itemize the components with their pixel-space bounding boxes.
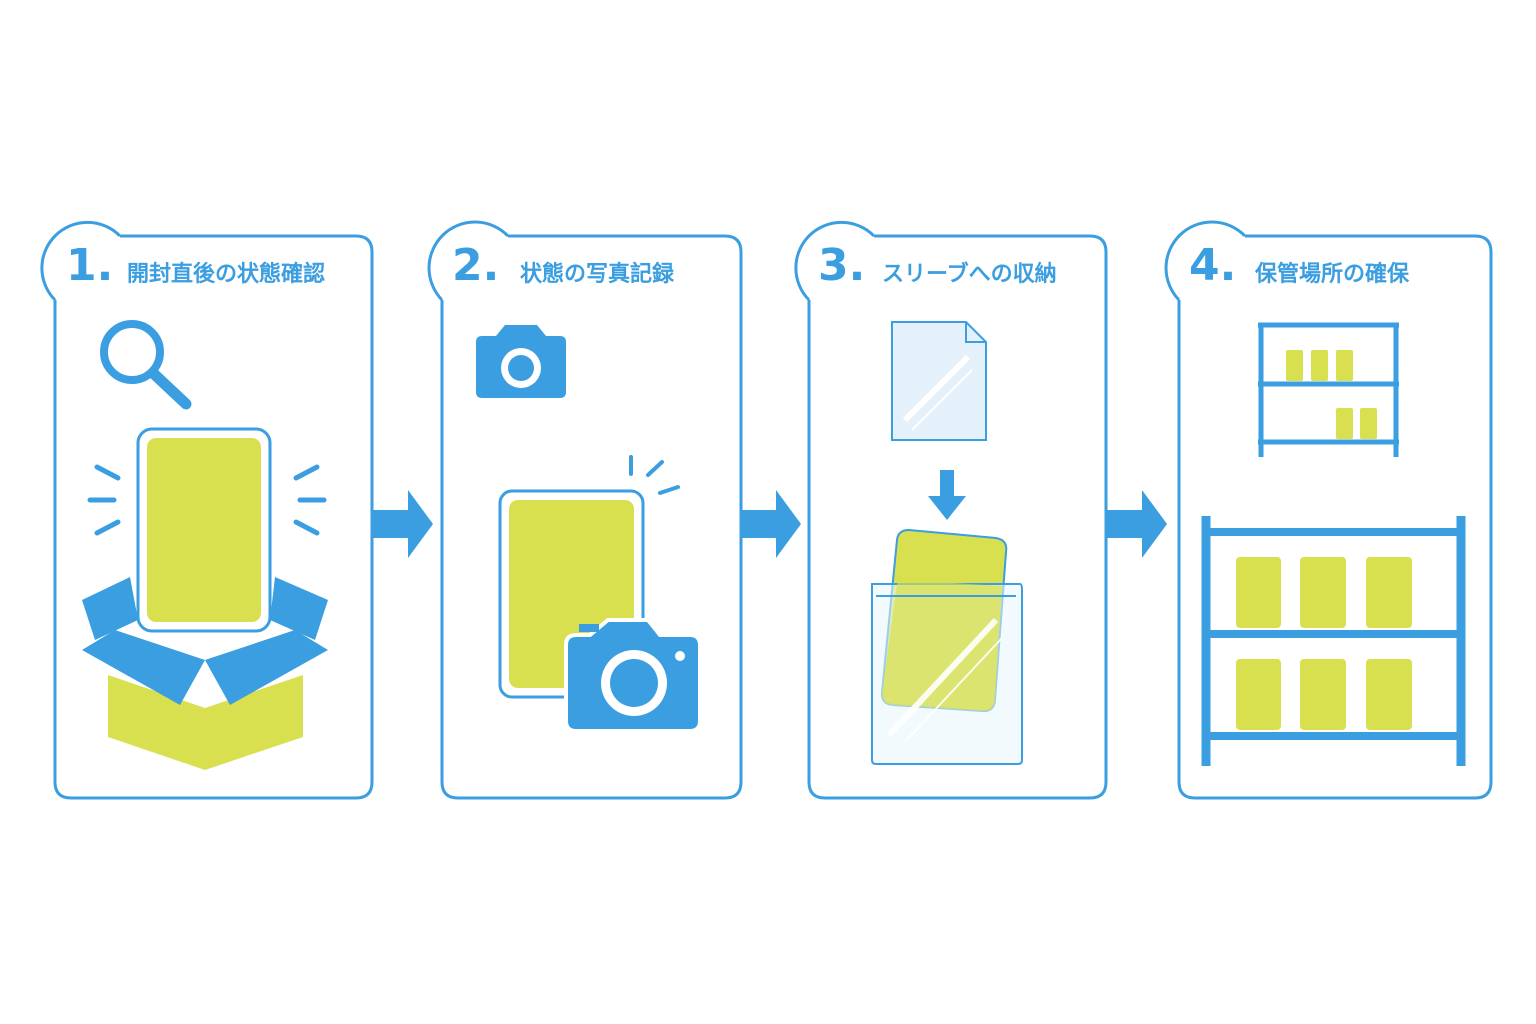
open-box-icon xyxy=(82,577,328,770)
step-title: 状態の写真記録 xyxy=(520,262,675,287)
camera-icon xyxy=(476,325,566,398)
step-1-panel xyxy=(40,220,374,800)
step-number: 2. xyxy=(452,240,500,291)
step-number: 4. xyxy=(1189,240,1237,291)
down-arrow-icon xyxy=(928,470,966,520)
flash-icon xyxy=(629,455,680,495)
card-icon xyxy=(136,427,272,633)
magnifier-icon xyxy=(100,320,192,410)
sleeve-icon xyxy=(891,321,987,441)
sleeved-card-icon xyxy=(871,528,1023,765)
camera-icon xyxy=(564,618,702,733)
step-title: 開封直後の状態確認 xyxy=(127,262,326,287)
right-arrow-icon xyxy=(741,490,801,558)
step-number: 3. xyxy=(818,240,866,291)
step-title: スリーブへの収納 xyxy=(882,262,1057,287)
small-shelf-icon xyxy=(1258,322,1399,457)
step-2-panel xyxy=(427,220,743,800)
right-arrow-icon xyxy=(1106,490,1167,558)
step-4-panel xyxy=(1164,220,1493,800)
step-title: 保管場所の確保 xyxy=(1255,262,1410,287)
step-number: 1. xyxy=(66,240,114,291)
sparkle-icon xyxy=(87,464,327,536)
right-arrow-icon xyxy=(372,490,433,558)
large-shelf-icon xyxy=(1201,516,1466,766)
step-3-panel xyxy=(794,220,1108,800)
